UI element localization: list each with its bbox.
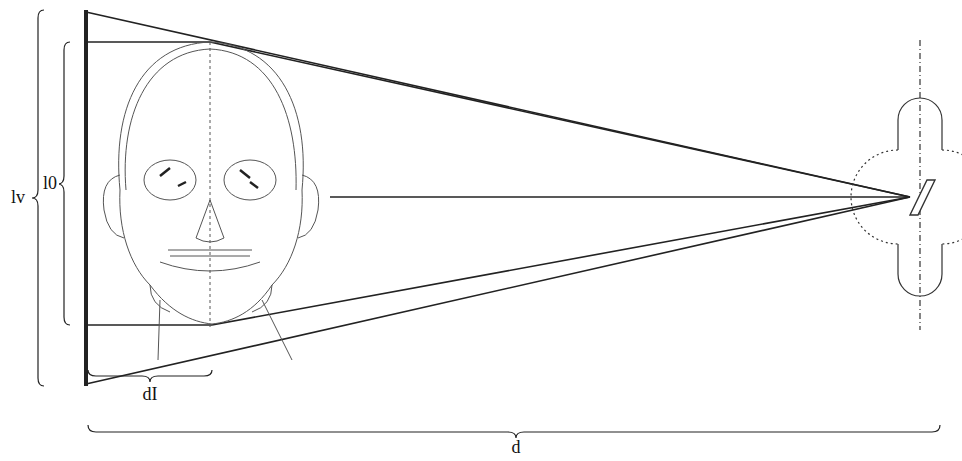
dimension-label: l0 [41, 174, 59, 194]
dimension-brace [32, 10, 940, 438]
dimension-label: dI [141, 385, 160, 405]
ray [86, 324, 212, 326]
skull [103, 42, 318, 360]
central-ray [330, 196, 910, 198]
ray [210, 42, 910, 197]
dimension-label: d [510, 438, 523, 458]
ray [86, 41, 210, 43]
xray-tube [851, 40, 962, 330]
film-plate [84, 10, 88, 386]
dimension-label: lv [9, 188, 27, 208]
